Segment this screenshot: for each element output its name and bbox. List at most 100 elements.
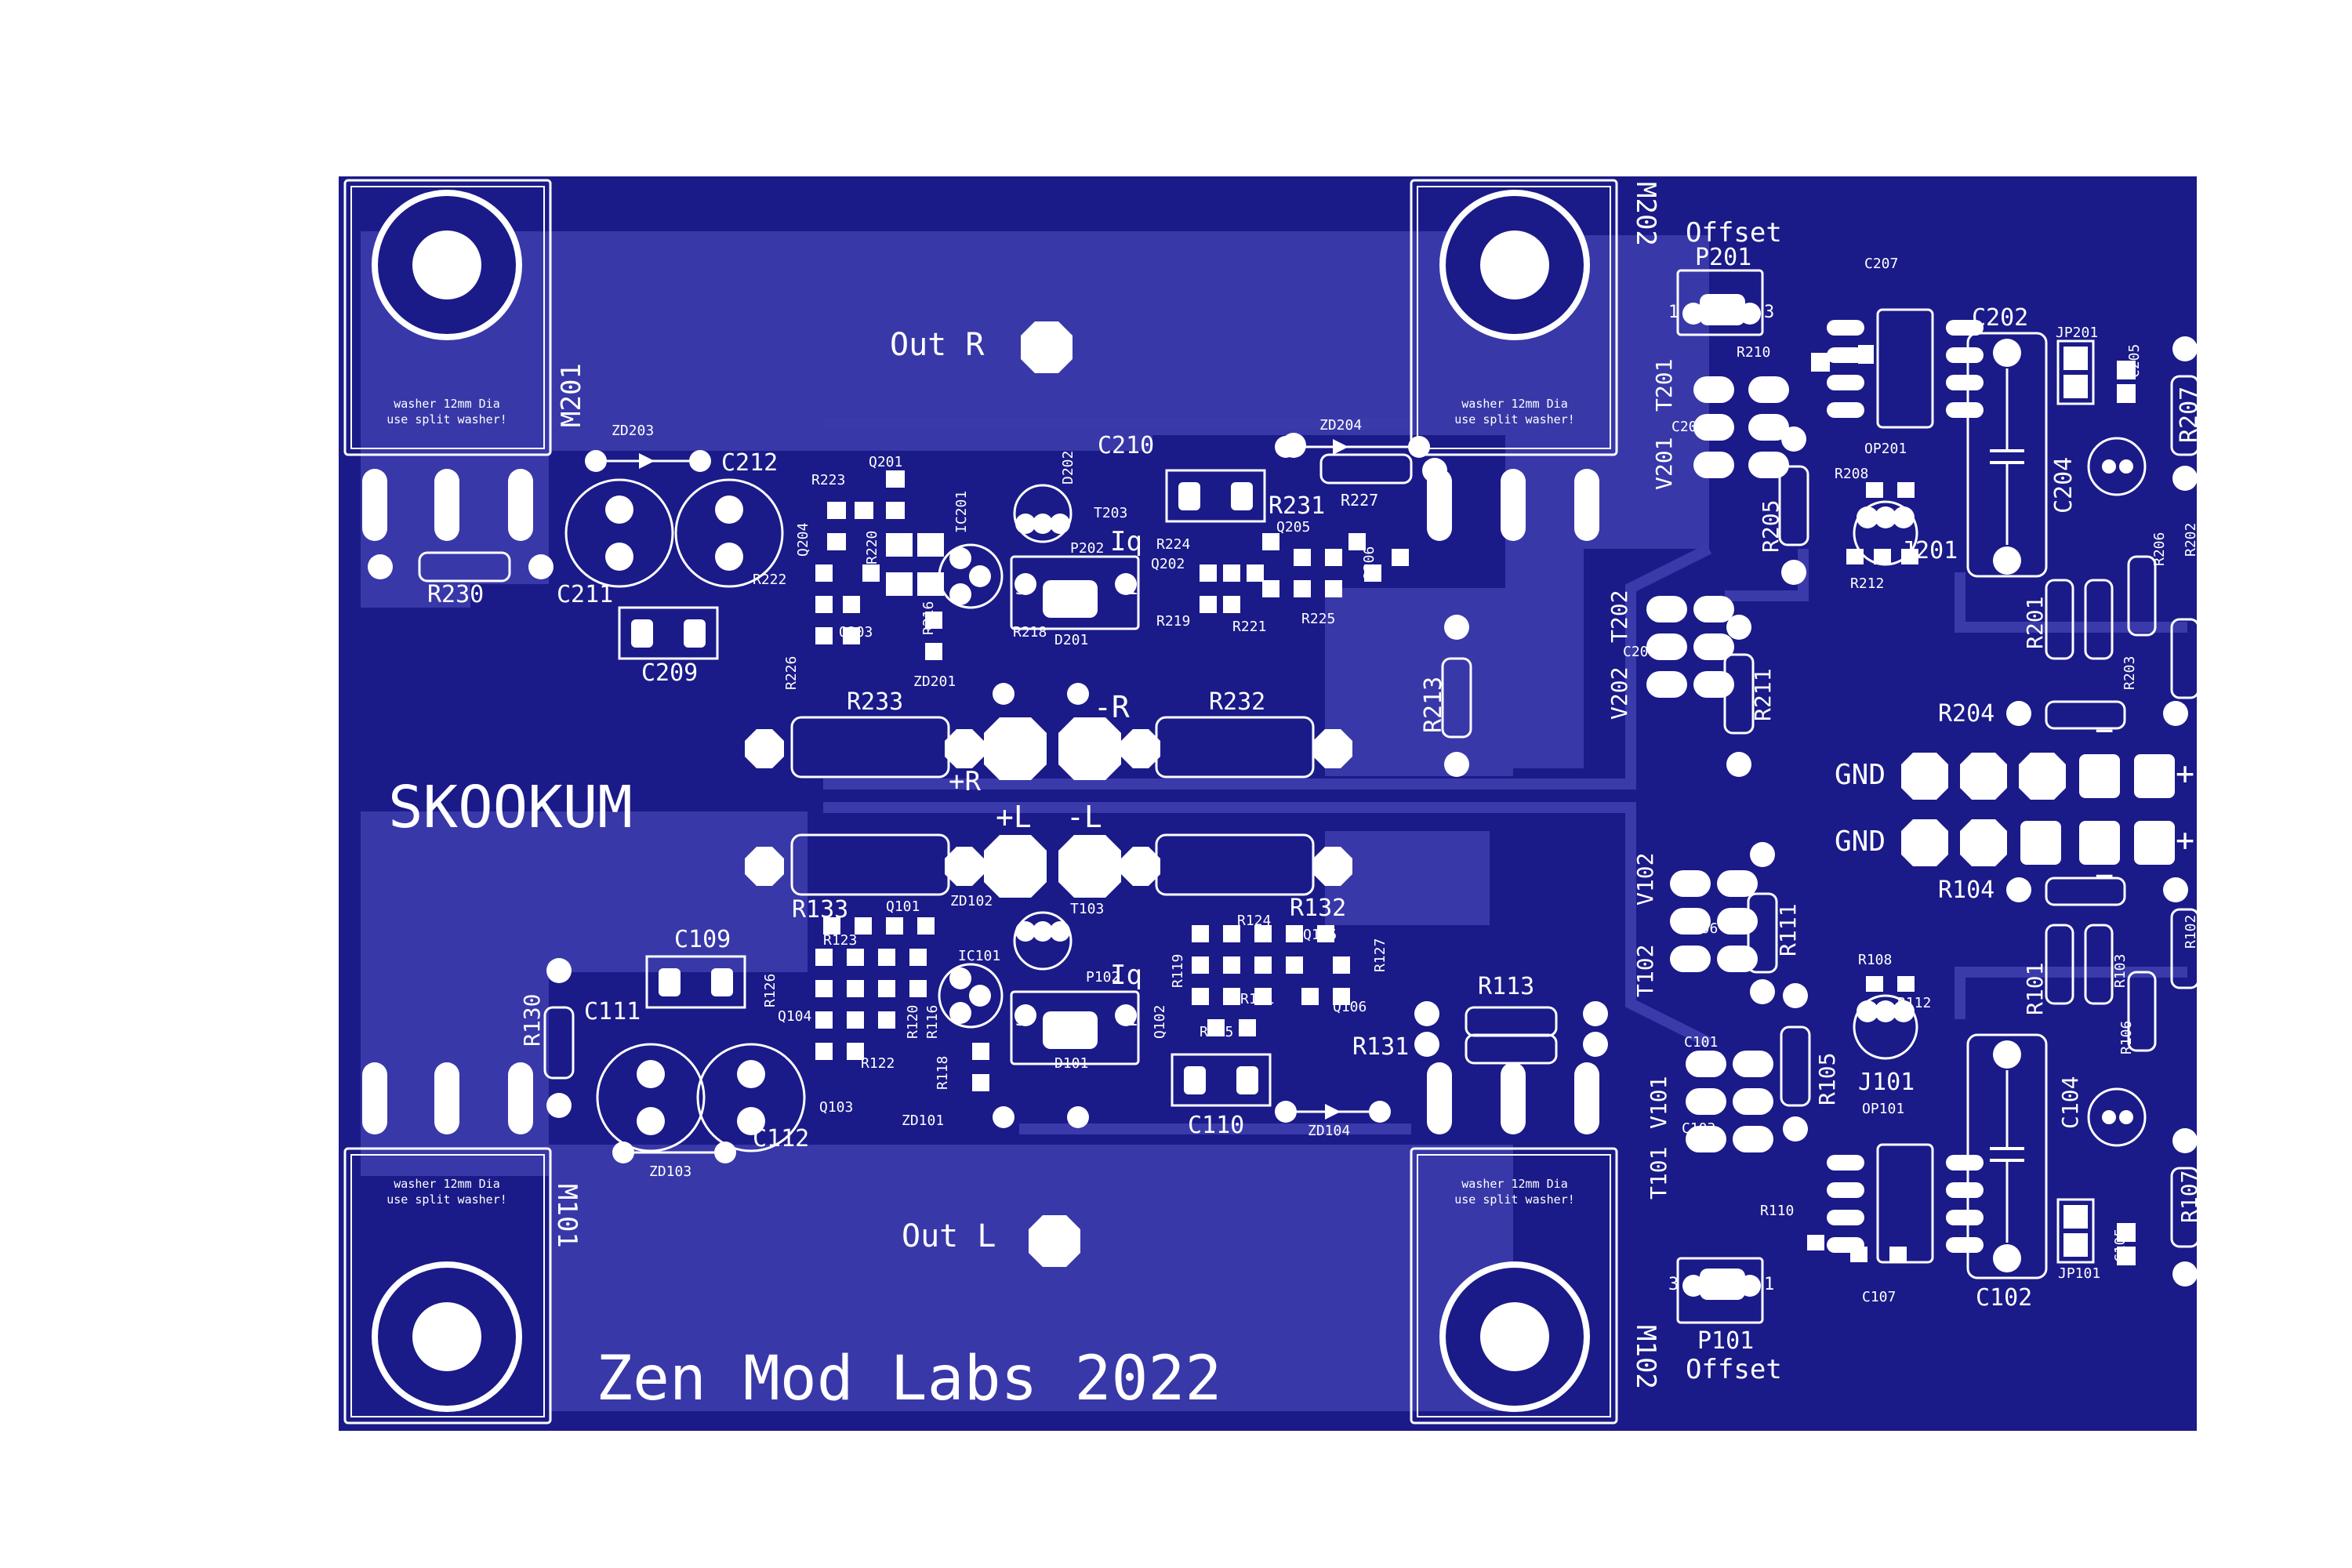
trimmer-p101: Offset 3 1 [1668, 1257, 1782, 1385]
p202-pin3: 3 [1015, 579, 1025, 599]
minus-l-label: -L [1066, 800, 1102, 834]
label-ic201: IC201 [953, 491, 970, 533]
m101-washer-note: washer 12mm Dia [394, 1177, 499, 1191]
label-q101: Q101 [886, 898, 920, 915]
label-c202: C202 [1972, 304, 2028, 332]
m202-washer-note: washer 12mm Dia [1461, 397, 1567, 411]
mosfet-m102: washer 12mm Dia use split washer! M102 [1410, 1062, 1661, 1425]
label-r211: R211 [1750, 669, 1776, 721]
label-d202: D202 [1060, 451, 1076, 485]
matched-pairs [1646, 376, 1789, 1152]
label-q205: Q205 [1276, 519, 1310, 535]
label-j201: J201 [1901, 537, 1958, 564]
label-jp101: JP101 [2058, 1265, 2100, 1282]
label-c111: C111 [584, 998, 641, 1025]
p202-pin1: 1 [1127, 579, 1138, 599]
out-r-label: Out R [890, 327, 985, 363]
label-r225: R225 [1301, 611, 1335, 627]
gnd-header-bottom: GND + − [1835, 819, 2194, 894]
label-q102: Q102 [1152, 1005, 1168, 1039]
electrolytic-caps [564, 437, 2147, 1152]
label-r131: R131 [1352, 1033, 1409, 1061]
label-r212: R212 [1850, 575, 1884, 592]
p201-title: Offset [1686, 217, 1782, 249]
label-c212: C212 [721, 449, 778, 477]
label-t101: T101 [1646, 1147, 1671, 1200]
plus-l-label: +L [996, 800, 1032, 834]
m101-split-note: use split washer! [387, 1192, 507, 1207]
label-ic101: IC101 [958, 948, 1000, 964]
label-r116: R116 [924, 1005, 941, 1039]
label-r219: R219 [1156, 613, 1190, 630]
label-r112: R112 [1897, 995, 1931, 1011]
jumpers [2056, 339, 2095, 1264]
label-r203: R203 [2122, 656, 2138, 690]
label-c211: C211 [557, 581, 613, 608]
label-q105: Q105 [1303, 927, 1337, 943]
label-q202: Q202 [1151, 556, 1185, 572]
label-c104: C104 [2057, 1076, 2083, 1129]
label-r224: R224 [1156, 536, 1190, 553]
label-op101: OP101 [1862, 1101, 1904, 1117]
label-r227: R227 [1341, 491, 1378, 510]
zener-diodes [585, 436, 1430, 1163]
label-c107: C107 [1862, 1289, 1896, 1305]
label-r111: R111 [1775, 904, 1801, 956]
label-q203: Q203 [839, 624, 873, 641]
label-r133: R133 [792, 896, 848, 924]
p102-pin3: 3 [1015, 1011, 1025, 1030]
label-c205: C205 [2126, 344, 2143, 378]
label-q103: Q103 [819, 1099, 853, 1116]
label-q206: Q206 [1361, 546, 1377, 580]
label-c105: C105 [2112, 1229, 2129, 1262]
label-zd102: ZD102 [950, 893, 993, 909]
label-r126: R126 [762, 974, 779, 1007]
label-r103: R103 [2112, 954, 2129, 988]
label-op201: OP201 [1864, 441, 1907, 457]
label-q201: Q201 [869, 454, 902, 470]
m202-split-note: use split washer! [1454, 412, 1575, 426]
label-r207: R207 [2176, 387, 2203, 443]
board-credit: Zen Mod Labs 2022 [596, 1344, 1221, 1414]
label-v102: V102 [1632, 853, 1658, 906]
label-r202: R202 [2183, 523, 2199, 557]
label-c209: C209 [641, 659, 698, 687]
label-r124: R124 [1237, 913, 1271, 929]
label-t102: T102 [1632, 945, 1658, 997]
m201-split-note: use split washer! [387, 412, 507, 426]
label-t202: T202 [1606, 590, 1632, 643]
p101-title: Offset [1686, 1354, 1782, 1385]
label-r120: R120 [905, 1005, 921, 1039]
m102-split-note: use split washer! [1454, 1192, 1575, 1207]
label-p202: P202 [1070, 540, 1104, 557]
gnd-bottom-label: GND [1835, 826, 1886, 858]
label-r102: R102 [2183, 915, 2199, 949]
label-r101: R101 [2022, 963, 2048, 1015]
trimmer-p201: Offset 1 3 [1668, 217, 1782, 336]
label-v101: V101 [1646, 1076, 1671, 1129]
label-r213: R213 [1420, 677, 1447, 733]
label-c204: C204 [2050, 457, 2078, 514]
label-zd201: ZD201 [913, 673, 956, 690]
label-t103: T103 [1070, 901, 1104, 917]
axial-resistors [368, 336, 2200, 1287]
label-r123: R123 [823, 932, 857, 949]
m102-washer-note: washer 12mm Dia [1461, 1177, 1567, 1191]
label-r232: R232 [1209, 688, 1265, 716]
p201-pin3: 3 [1764, 303, 1774, 322]
label-r108: R108 [1858, 952, 1892, 968]
label-r216: R216 [920, 601, 937, 635]
label-c101: C101 [1684, 1034, 1718, 1051]
label-c110: C110 [1188, 1112, 1244, 1139]
output-pad-left: Out L [902, 1215, 1080, 1267]
gnd-top-label: GND [1835, 759, 1886, 791]
p201-pin1: 1 [1668, 303, 1679, 322]
label-p102: P102 [1086, 969, 1120, 985]
m101-ref: M101 [551, 1184, 583, 1248]
label-jp201: JP201 [2056, 325, 2098, 341]
opamp-footprints [1827, 308, 1984, 1264]
label-r107: R107 [2176, 1171, 2202, 1223]
label-r104: R104 [1938, 877, 1994, 904]
label-q106: Q106 [1333, 999, 1367, 1015]
